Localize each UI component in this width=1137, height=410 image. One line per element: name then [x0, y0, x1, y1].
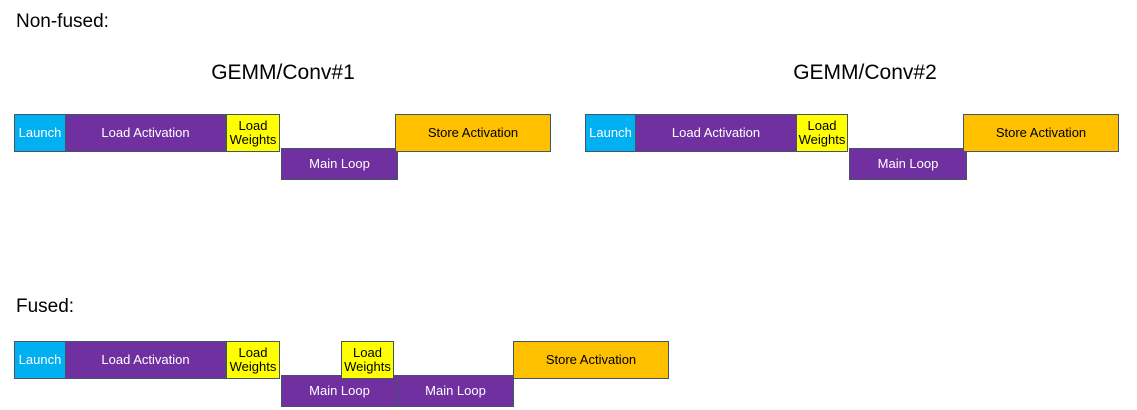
group-title-gemm-conv-2: GEMM/Conv#2: [793, 61, 937, 84]
nonfused-g1-store-activation-bar[interactable]: Store Activation: [395, 114, 551, 152]
fused-store-activation-bar[interactable]: Store Activation: [513, 341, 669, 379]
nonfused-g2-launch-bar[interactable]: Launch: [585, 114, 636, 152]
group-title-gemm-conv-1: GEMM/Conv#1: [211, 61, 355, 84]
fused-main-loop-bar-1[interactable]: Main Loop: [281, 375, 398, 407]
fused-main-loop-bar-2[interactable]: Main Loop: [397, 375, 514, 407]
nonfused-g2-load-weights-bar[interactable]: Load Weights: [796, 114, 848, 152]
nonfused-g1-load-weights-bar[interactable]: Load Weights: [226, 114, 280, 152]
section-label-fused: Fused:: [16, 296, 75, 317]
fused-launch-bar[interactable]: Launch: [14, 341, 66, 379]
nonfused-g2-load-activation-bar[interactable]: Load Activation: [635, 114, 797, 152]
nonfused-g2-store-activation-bar[interactable]: Store Activation: [963, 114, 1119, 152]
fused-load-weights-bar-2[interactable]: Load Weights: [341, 341, 394, 379]
section-label-non-fused: Non-fused:: [16, 11, 109, 32]
fused-load-activation-bar[interactable]: Load Activation: [65, 341, 226, 379]
nonfused-g1-load-activation-bar[interactable]: Load Activation: [65, 114, 226, 152]
nonfused-g2-main-loop-bar[interactable]: Main Loop: [849, 148, 967, 180]
nonfused-g1-main-loop-bar[interactable]: Main Loop: [281, 148, 398, 180]
nonfused-g1-launch-bar[interactable]: Launch: [14, 114, 66, 152]
fused-load-weights-bar-1[interactable]: Load Weights: [226, 341, 280, 379]
